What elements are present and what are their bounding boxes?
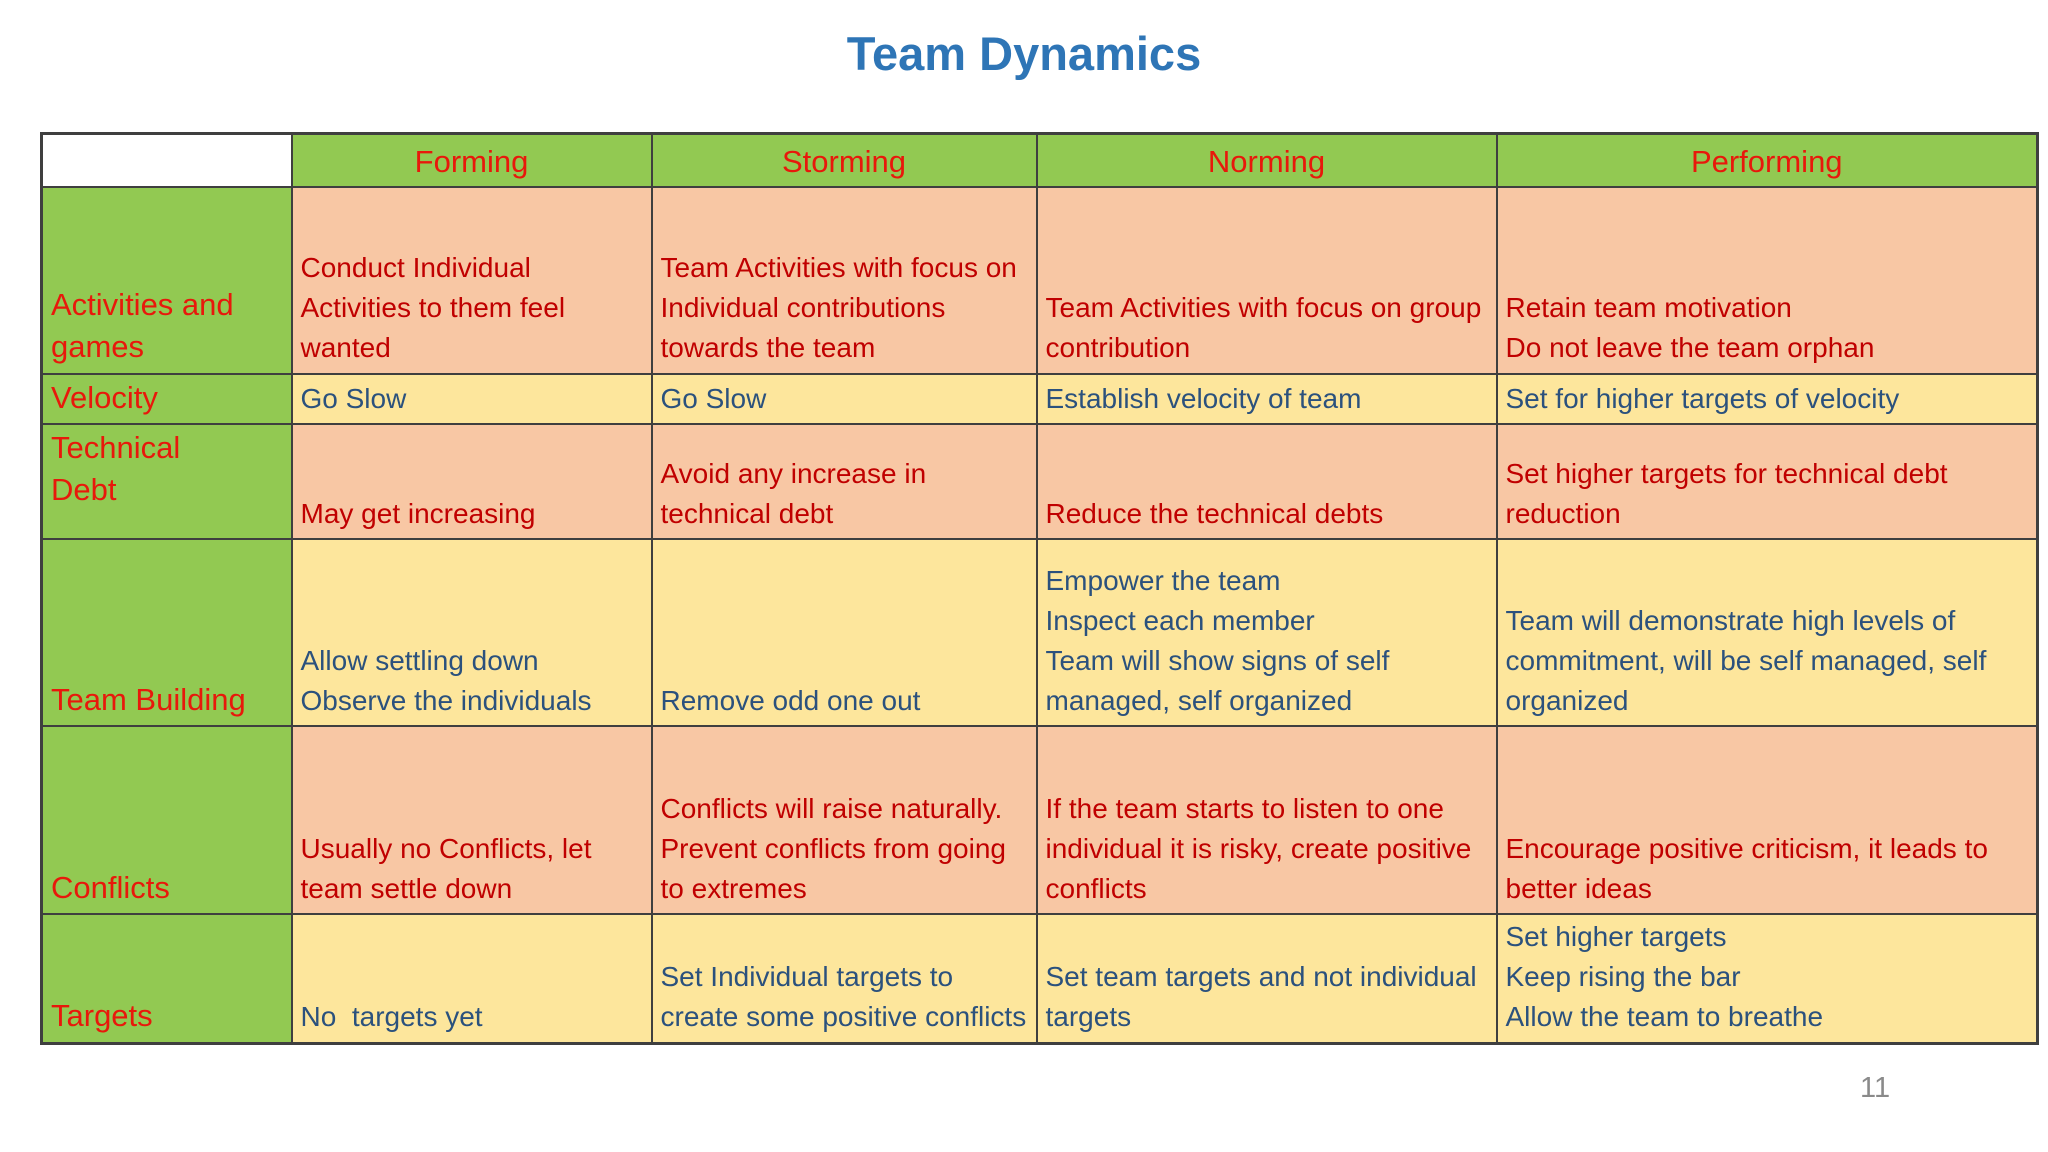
cell-activities-performing: Retain team motivation Do not leave the …	[1495, 185, 2039, 375]
cell-targets-norming: Set team targets and not individual targ…	[1035, 913, 1498, 1045]
column-header-forming: Forming	[290, 132, 653, 188]
cell-team-building-norming: Empower the team Inspect each member Tea…	[1035, 538, 1498, 728]
page-number: 11	[1860, 1072, 1891, 1104]
cell-velocity-norming: Establish velocity of team	[1035, 372, 1498, 426]
cell-activities-forming: Conduct Individual Activities to them fe…	[290, 185, 653, 375]
cell-velocity-performing: Set for higher targets of velocity	[1495, 372, 2039, 426]
cell-technical-debt-storming: Avoid any increase in technical debt	[650, 423, 1038, 541]
row-header-team-building: Team Building	[40, 538, 293, 728]
cell-team-building-forming: Allow settling down Observe the individu…	[290, 538, 653, 728]
table-row-technical-debt: Technical Debt May get increasing Avoid …	[40, 423, 2039, 541]
page-title: Team Dynamics	[846, 27, 1202, 80]
column-header-storming: Storming	[650, 132, 1038, 188]
cell-velocity-forming: Go Slow	[290, 372, 653, 426]
row-header-activities-and-games: Activities and games	[40, 185, 293, 375]
team-dynamics-table: Forming Storming Norming Performing Acti…	[40, 132, 2039, 1045]
cell-technical-debt-forming: May get increasing	[290, 423, 653, 541]
table-row-targets: Targets No targets yet Set Individual ta…	[40, 913, 2039, 1045]
cell-conflicts-norming: If the team starts to listen to one indi…	[1035, 725, 1498, 916]
cell-targets-performing: Set higher targets Keep rising the bar A…	[1495, 913, 2039, 1045]
row-header-technical-debt: Technical Debt	[40, 423, 293, 541]
row-header-conflicts: Conflicts	[40, 725, 293, 916]
row-header-velocity: Velocity	[40, 372, 293, 426]
cell-activities-storming: Team Activities with focus on Individual…	[650, 185, 1038, 375]
table-row-activities-and-games: Activities and games Conduct Individual …	[40, 185, 2039, 375]
table-row-conflicts: Conflicts Usually no Conflicts, let team…	[40, 725, 2039, 916]
cell-technical-debt-performing: Set higher targets for technical debt re…	[1495, 423, 2039, 541]
cell-targets-storming: Set Individual targets to create some po…	[650, 913, 1038, 1045]
row-header-targets: Targets	[40, 913, 293, 1045]
table-row-velocity: Velocity Go Slow Go Slow Establish veloc…	[40, 372, 2039, 426]
cell-conflicts-performing: Encourage positive criticism, it leads t…	[1495, 725, 2039, 916]
cell-team-building-performing: Team will demonstrate high levels of com…	[1495, 538, 2039, 728]
table-row-team-building: Team Building Allow settling down Observ…	[40, 538, 2039, 728]
cell-technical-debt-norming: Reduce the technical debts	[1035, 423, 1498, 541]
cell-conflicts-storming: Conflicts will raise naturally. Prevent …	[650, 725, 1038, 916]
cell-conflicts-forming: Usually no Conflicts, let team settle do…	[290, 725, 653, 916]
corner-cell	[40, 132, 293, 188]
cell-velocity-storming: Go Slow	[650, 372, 1038, 426]
column-header-norming: Norming	[1035, 132, 1498, 188]
header-row: Forming Storming Norming Performing	[40, 132, 2039, 188]
cell-team-building-storming: Remove odd one out	[650, 538, 1038, 728]
cell-targets-forming: No targets yet	[290, 913, 653, 1045]
column-header-performing: Performing	[1495, 132, 2039, 188]
cell-activities-norming: Team Activities with focus on group cont…	[1035, 185, 1498, 375]
